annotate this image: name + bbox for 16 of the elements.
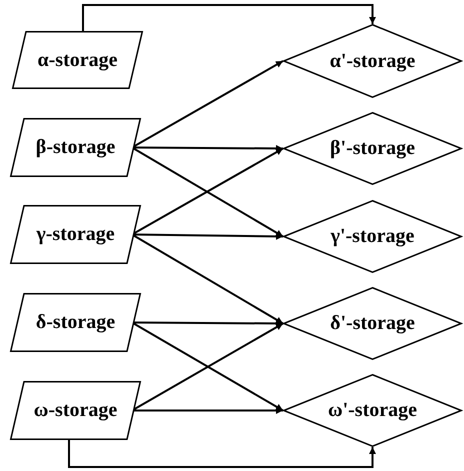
storage-label: α-storage [37, 48, 118, 72]
storage-label: ω'-storage [328, 399, 418, 422]
storage-label: β'-storage [330, 137, 415, 160]
storage-label: δ-storage [36, 311, 116, 334]
arrow [82, 4, 376, 31]
arrow [132, 234, 284, 324]
storage-label: δ'-storage [330, 312, 415, 335]
storage-label: α'-storage [330, 50, 416, 72]
storage-label: γ'-storage [330, 225, 414, 248]
arrow [132, 144, 283, 152]
storage-label: γ-storage [36, 223, 115, 246]
arrow [132, 320, 283, 327]
arrow [68, 440, 376, 468]
arrow [132, 407, 283, 414]
storage-label: β-storage [36, 136, 116, 159]
storage-label: ω-storage [34, 399, 118, 422]
